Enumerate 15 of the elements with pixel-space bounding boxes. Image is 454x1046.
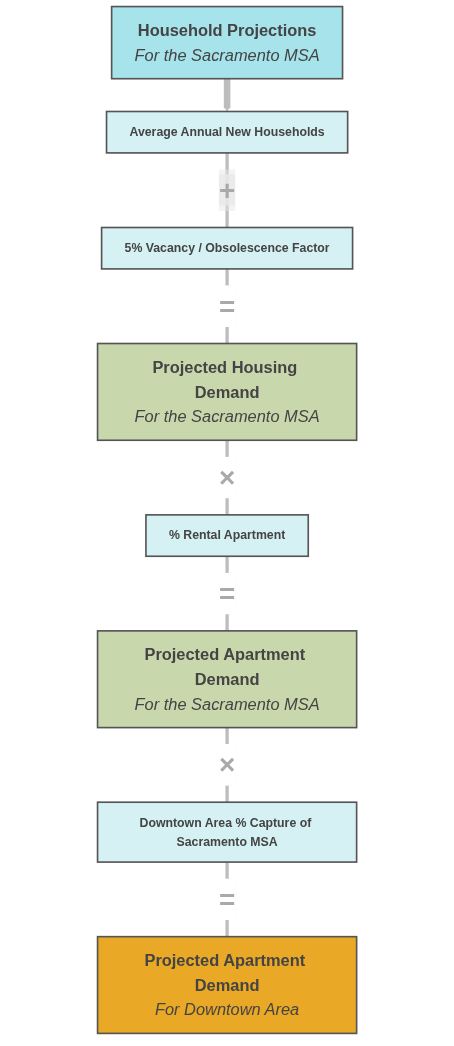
edge-label: × xyxy=(218,461,236,493)
node-box: Projected Apartment Demand For Downtown Area xyxy=(96,935,358,1035)
node-box: Downtown Area % Capture of Sacramento MSA xyxy=(96,801,358,863)
edge-label: × xyxy=(218,748,236,781)
node-box: Average Annual New Households xyxy=(105,110,349,154)
edge-label: + xyxy=(218,174,236,206)
edge-label: = xyxy=(218,577,236,609)
edge-label: = xyxy=(218,290,236,322)
node-box: % Rental Apartment xyxy=(145,514,309,558)
node-box: Projected Housing Demand For the Sacramento MSA xyxy=(96,342,358,442)
arrow xyxy=(223,78,231,112)
edge-label: = xyxy=(218,883,236,915)
node-box: 5% Vacancy / Obsolescence Factor xyxy=(100,226,354,270)
node-box: Projected Apartment Demand For the Sacramento MSA xyxy=(96,630,358,729)
node-box: Household Projections For the Sacramento MSA xyxy=(110,5,344,80)
